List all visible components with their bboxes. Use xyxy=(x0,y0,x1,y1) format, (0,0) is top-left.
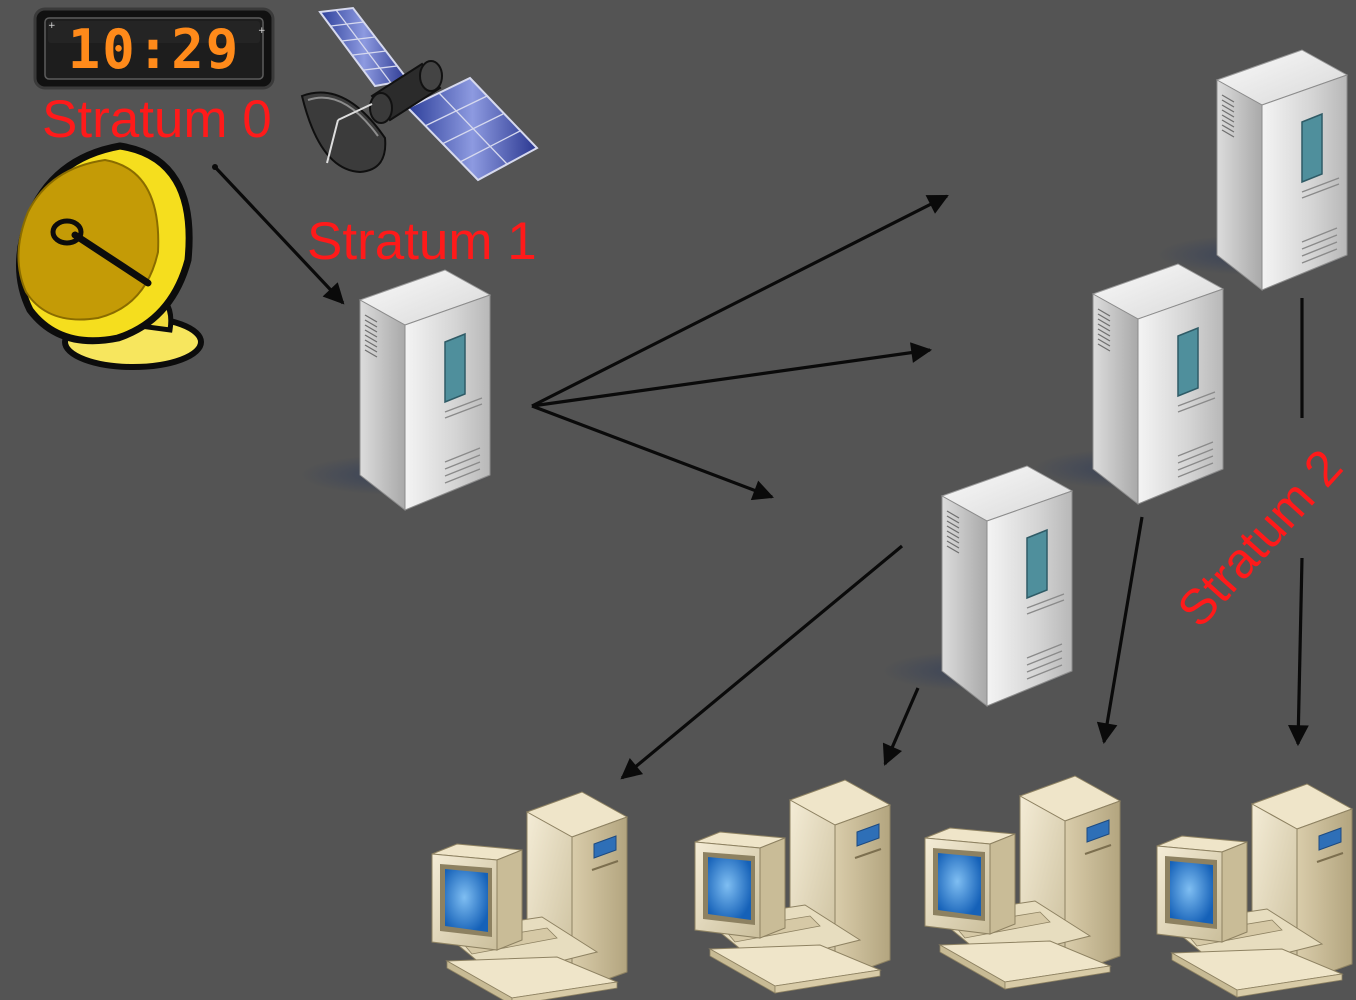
arrow-server-to-client-1 xyxy=(620,544,904,780)
satellite-dish-icon xyxy=(16,142,204,370)
arrow-server-to-client-2 xyxy=(882,687,920,766)
arrow-stratum1-to-server-2 xyxy=(531,342,933,408)
label-stratum-0: Stratum 0 xyxy=(42,90,272,149)
arrow-stratum1-to-server-1 xyxy=(531,194,949,408)
clock-time: 10:29 xyxy=(68,18,241,81)
svg-text:+: + xyxy=(48,21,56,31)
arrow-stratum0-to-stratum1 xyxy=(213,165,345,305)
connections xyxy=(212,164,1309,780)
label-stratum-1: Stratum 1 xyxy=(307,212,537,271)
digital-clock-icon: 10:29 + + xyxy=(33,7,275,90)
arrow-server-to-client-3 xyxy=(1096,516,1144,745)
satellite-icon xyxy=(300,6,539,182)
arrow-stratum1-to-server-3 xyxy=(531,404,774,501)
arrow-server-to-client-4 xyxy=(1288,557,1309,747)
svg-text:+: + xyxy=(258,26,266,36)
